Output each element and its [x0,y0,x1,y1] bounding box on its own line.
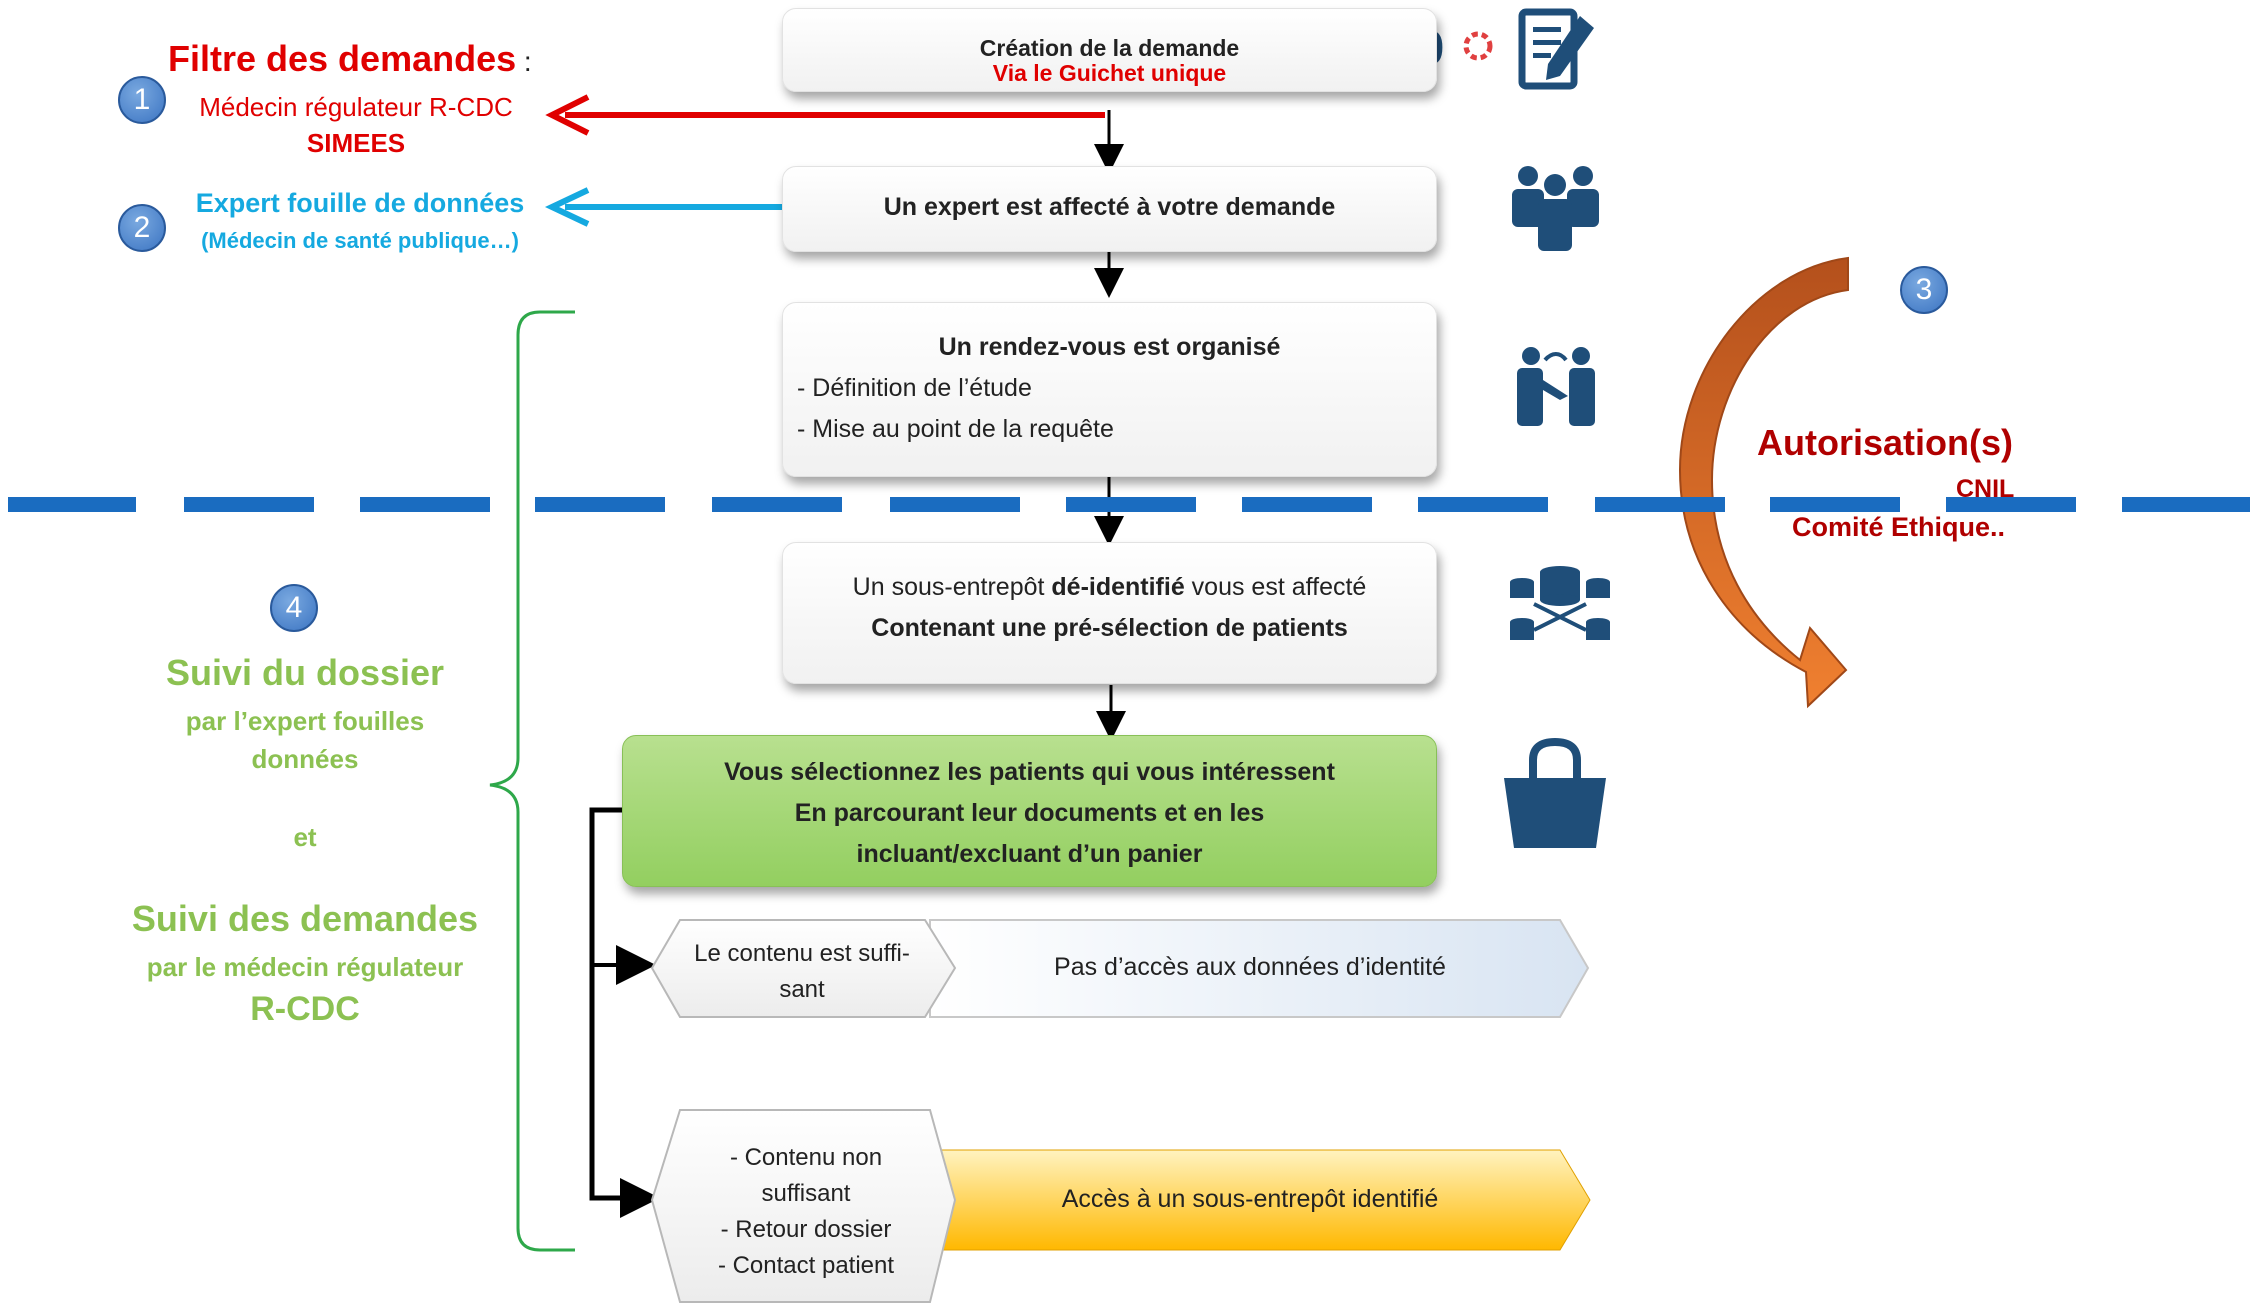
requests-title: Suivi des demandes [131,898,479,939]
outcome-sufficient-line2: sant [779,976,825,1003]
regulator-label: Médecin régulateur R-CDC [199,92,513,122]
expert-sub-label: (Médecin de santé publique…) [201,228,519,253]
follow-sub2: données [251,744,359,774]
follow-title: Suivi du dossier [165,652,445,693]
outcome-insufficient-line3: - Retour dossier [720,1216,892,1243]
step-sub-warehouse-line1: Un sous-entrepôt dé-identifié vous est a… [783,573,1436,602]
filter-title-colon: : [516,46,532,77]
step-create-title: Création de la demande [979,35,1240,61]
step-sub-warehouse-part2: vous est affecté [1184,573,1367,601]
step-sub-warehouse-bold: dé-identifié [1051,573,1185,601]
step-create-subtitle: Via le Guichet unique [992,60,1227,86]
authorization-cnil: CNIL [1956,475,2015,503]
expert-label: Expert fouille de données [195,188,525,218]
simees-label: SIMEES [306,128,406,158]
follow-sub1: par l’expert fouilles [185,706,425,736]
step-meeting-item-1: - Définition de l’étude [797,374,1032,402]
outcome-sufficient-condition: Le contenu est suffi- sant [672,936,932,1008]
outcome-insufficient-condition: - Contenu non suffisant - Retour dossier… [672,1140,940,1284]
outcome-insufficient-shape [650,1109,1591,1303]
outcome-insufficient-line2: suffisant [761,1180,851,1207]
step-expert-assigned: Un expert est affecté à votre demande [782,166,1437,252]
step-create-request: Création de la demande Via le Guichet un… [782,8,1437,92]
outcome-sufficient-result: Pas d’accès aux données d’identité [1054,953,1446,981]
requests-sub: par le médecin régulateur [146,952,464,982]
step-select-patients: Vous sélectionnez les patients qui vous … [622,735,1437,887]
step-number-3: 3 [1900,266,1948,314]
step-select-line2: En parcourant leur documents et en les [794,799,1265,827]
filter-title: Filtre des demandes : [168,38,532,80]
outcome-sufficient-shape [650,919,1590,1018]
team-icon [1512,166,1599,251]
step-meeting: Un rendez-vous est organisé - Définition… [782,302,1437,477]
outcome-insufficient-result: Accès à un sous-entrepôt identifié [1061,1185,1439,1213]
curved-arrow-icon [1678,256,1849,709]
step-sub-warehouse-line2: Contenant une pré-sélection de patients [871,614,1348,642]
meeting-icon [1517,347,1595,426]
step-sub-warehouse-part1: Un sous-entrepôt [852,573,1052,601]
requests-org: R-CDC [250,990,360,1028]
step-expert-text: Un expert est affecté à votre demande [883,193,1336,221]
step-sub-warehouse: Un sous-entrepôt dé-identifié vous est a… [782,542,1437,684]
outcome-insufficient-line4: - Contact patient [717,1252,895,1279]
step-select-line1: Vous sélectionnez les patients qui vous … [724,758,1335,786]
green-bracket [489,310,575,1252]
step-number-4: 4 [270,584,318,632]
basket-icon [1504,737,1606,848]
step-meeting-title: Un rendez-vous est organisé [938,333,1281,361]
filter-title-text: Filtre des demandes [168,38,517,79]
and-label: et [293,822,317,852]
branch-connector [589,807,660,1218]
authorization-title: Autorisation(s) [1757,422,2013,463]
step-number-1: 1 [118,76,166,124]
step-number-2: 2 [118,204,166,252]
red-arrow [545,94,1105,136]
outcome-sufficient-line1: Le contenu est suffi- [694,940,910,967]
step-meeting-item-2: - Mise au point de la requête [797,415,1114,443]
form-edit-icon [1518,8,1594,90]
authorization-ethics: Comité Ethique.. [1792,512,2006,542]
database-network-icon [1510,566,1610,640]
outcome-insufficient-line1: - Contenu non [729,1144,883,1171]
step-select-line3: incluant/excluant d’un panier [856,840,1203,868]
